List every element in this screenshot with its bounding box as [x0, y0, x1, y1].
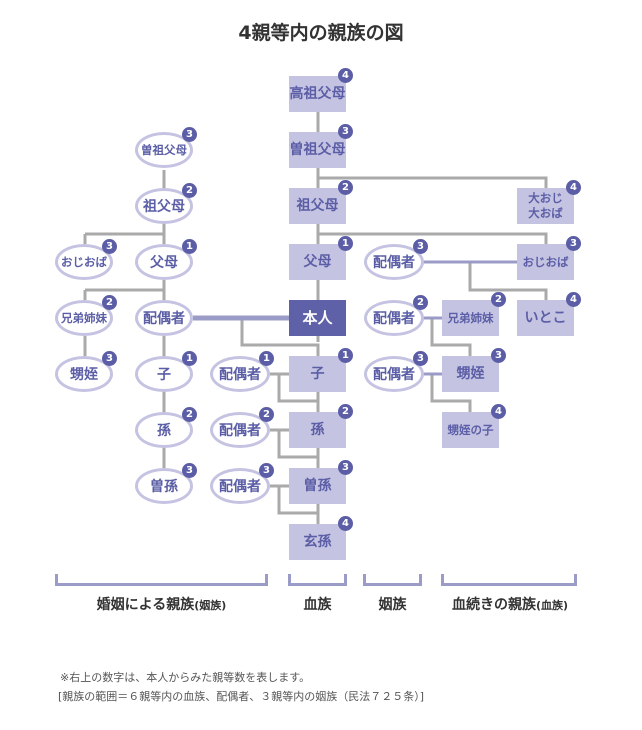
degree-badge: 3	[182, 127, 197, 142]
diagram-title: 4親等内の親族の図	[238, 22, 404, 44]
degree-badge: 3	[338, 124, 353, 139]
degree-badge: 3	[102, 351, 117, 366]
note-degree: ※右上の数字は、本人からみた親等数を表します。	[60, 671, 311, 684]
degree-badge: 2	[491, 292, 506, 307]
degree-badge: 4	[566, 292, 581, 307]
degree-badge: 1	[182, 239, 197, 254]
bracket-blood	[288, 574, 347, 586]
degree-badge: 2	[182, 407, 197, 422]
degree-badge: 3	[182, 463, 197, 478]
degree-badge: 1	[182, 351, 197, 366]
degree-badge: 3	[491, 348, 506, 363]
note-range: [親族の範囲＝６親等内の血族、配偶者、３親等内の姻族（民法７２５条）]	[58, 690, 425, 703]
degree-badge: 2	[338, 404, 353, 419]
degree-badge: 1	[338, 348, 353, 363]
node-self: 本人	[289, 300, 346, 336]
label-in-law: 姻族	[378, 597, 407, 613]
degree-badge: 2	[182, 183, 197, 198]
degree-badge: 4	[566, 180, 581, 195]
degree-badge: 1	[259, 351, 274, 366]
degree-badge: 3	[259, 463, 274, 478]
degree-badge: 4	[338, 516, 353, 531]
label-blood-relatives: 血続きの親族(血族)	[451, 597, 569, 613]
label-affinity: 婚姻による親族(姻族)	[96, 597, 227, 613]
bracket-blood-relatives	[441, 574, 577, 586]
degree-badge: 3	[338, 460, 353, 475]
degree-badge: 3	[566, 236, 581, 251]
degree-badge: 3	[413, 239, 428, 254]
degree-badge: 4	[338, 68, 353, 83]
bracket-in-law	[363, 574, 422, 586]
degree-badge: 2	[413, 295, 428, 310]
degree-badge: 2	[102, 295, 117, 310]
degree-badge: 2	[338, 180, 353, 195]
degree-badge: 3	[413, 351, 428, 366]
degree-badge: 2	[259, 407, 274, 422]
degree-badge: 1	[338, 236, 353, 251]
degree-badge: 3	[102, 239, 117, 254]
node-spouse: 配偶者	[135, 300, 193, 336]
label-blood: 血族	[303, 597, 332, 613]
bracket-affinity	[55, 574, 268, 586]
degree-badge: 4	[491, 404, 506, 419]
